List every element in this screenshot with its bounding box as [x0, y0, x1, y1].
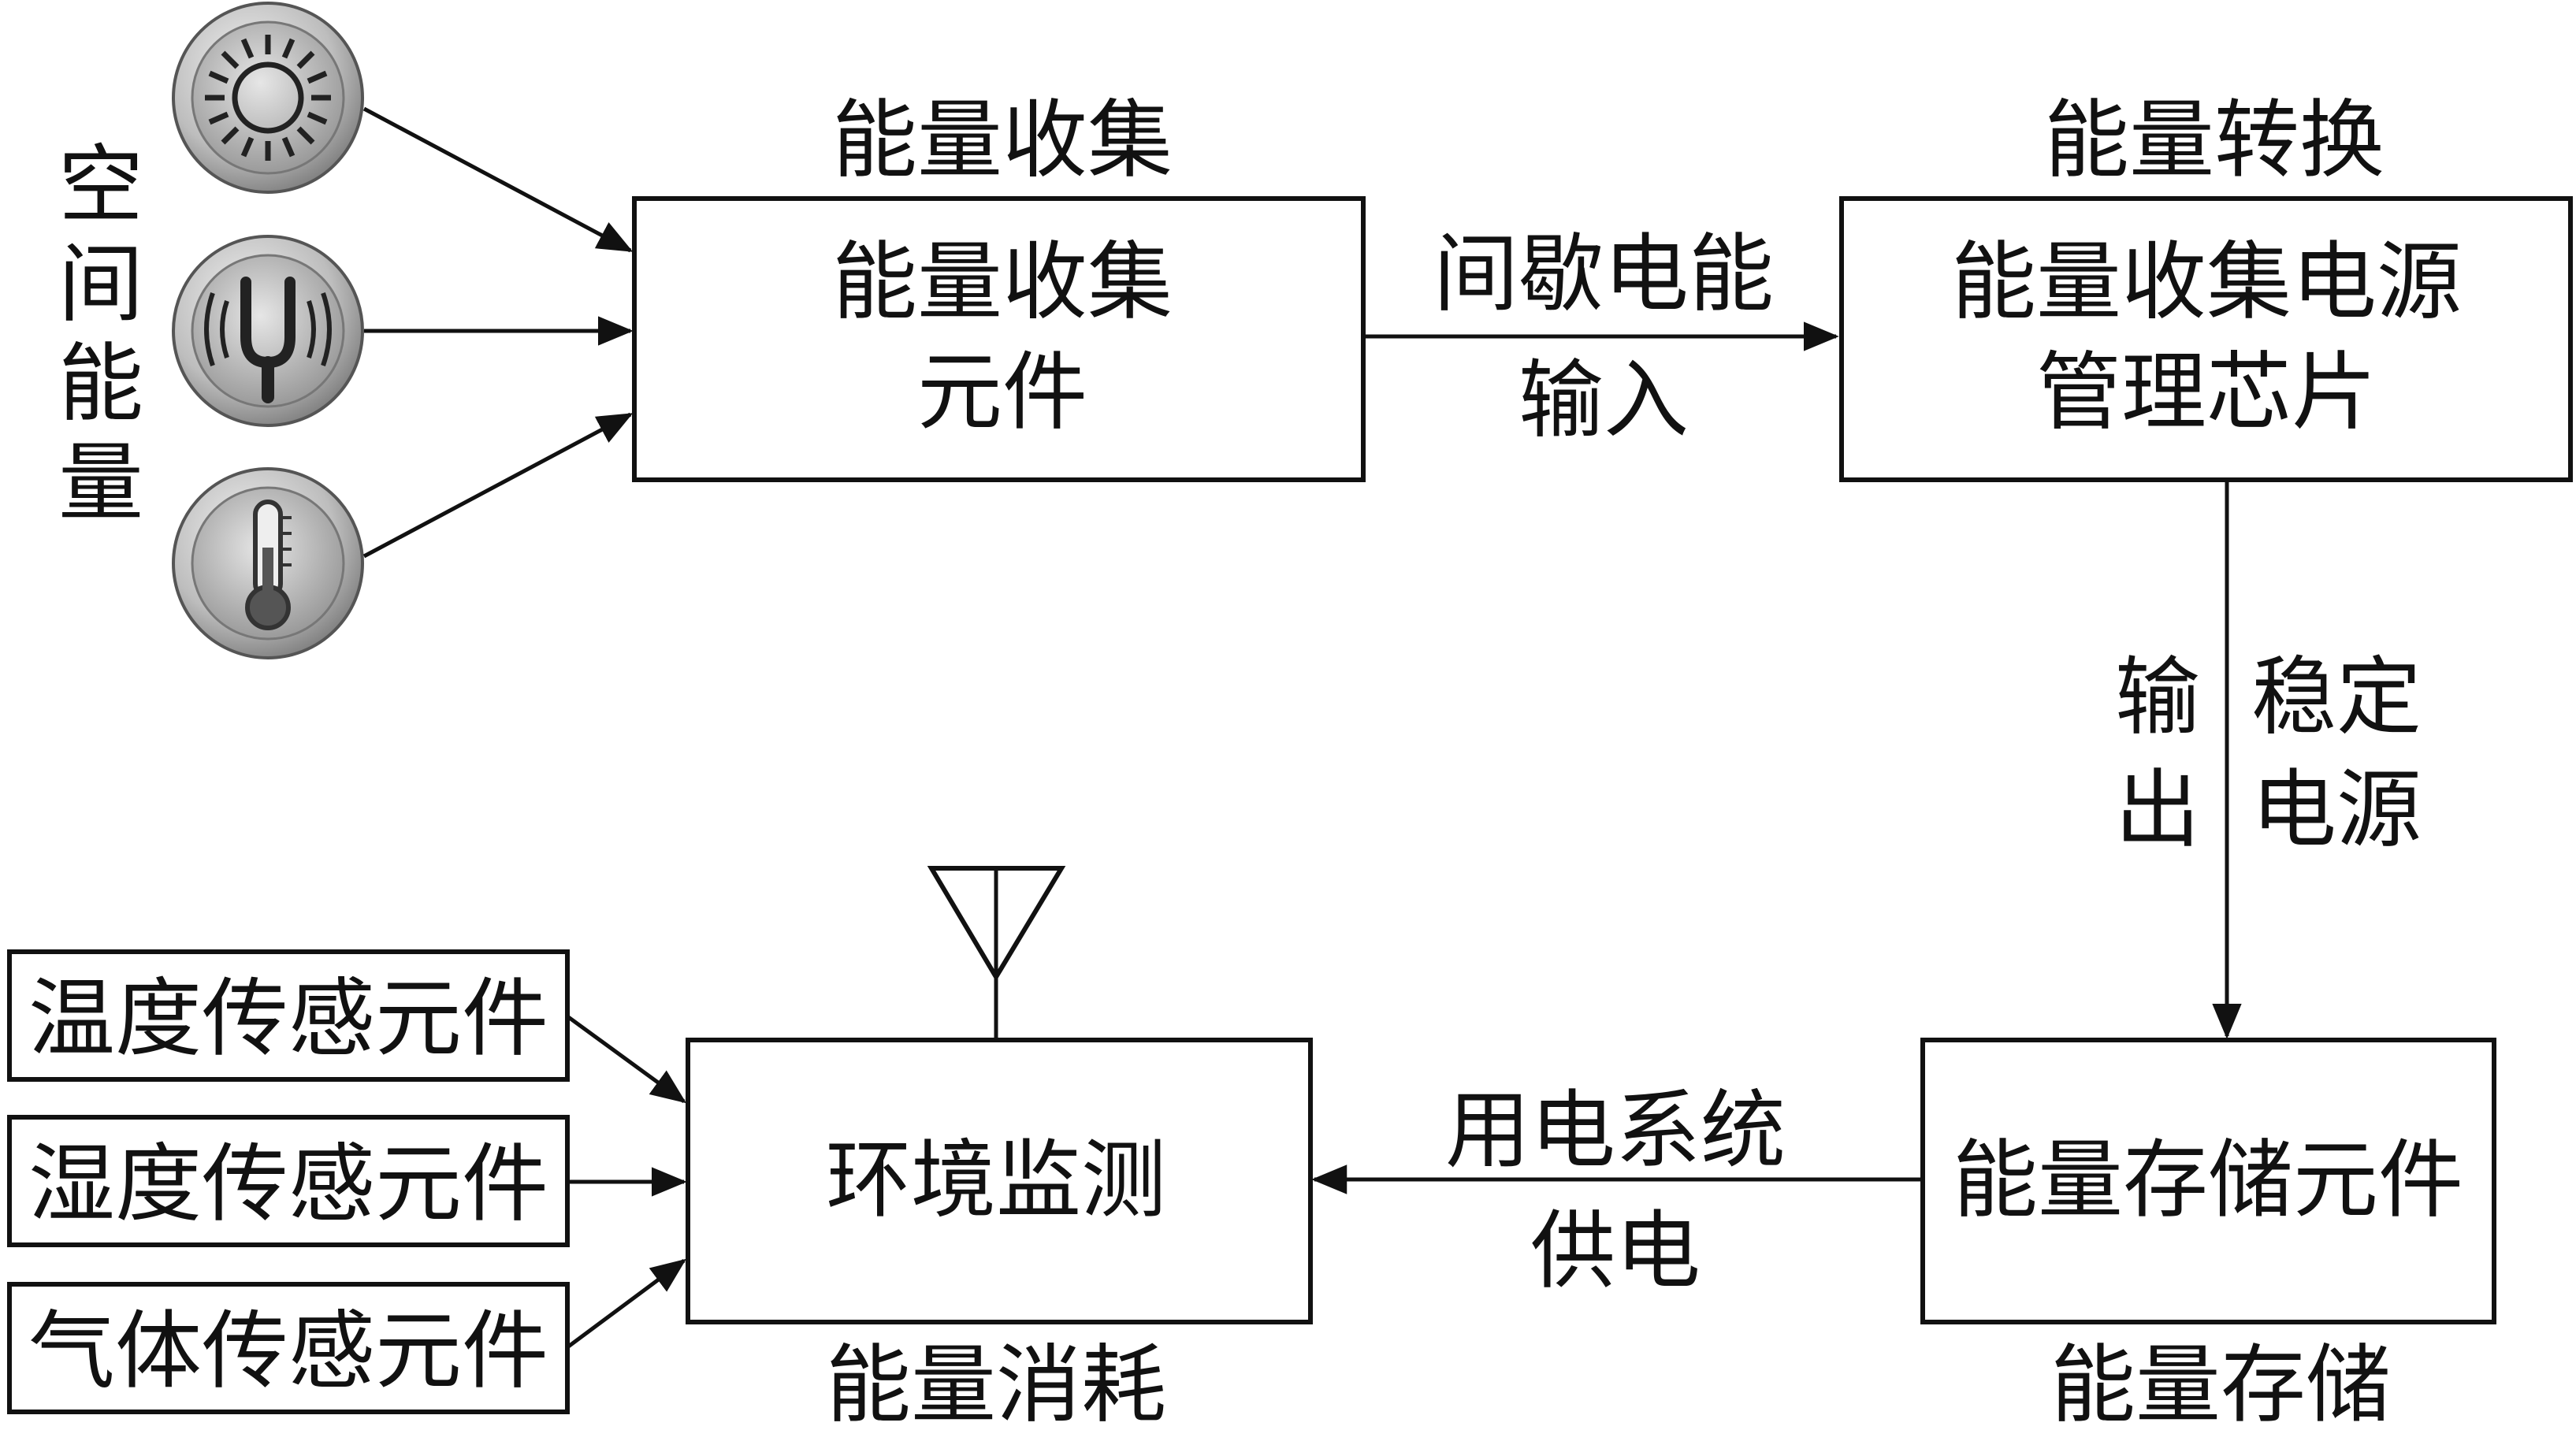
sun-icon: [172, 2, 364, 194]
temperature-sensor-text: 温度传感元件: [28, 970, 548, 1068]
output-label: 输: [2115, 648, 2200, 747]
space-energy-char: 空: [58, 136, 143, 235]
thermometer-icon: [172, 467, 364, 659]
humidity-sensor-box: [7, 1115, 570, 1247]
space-energy-label: 空 间 能 量: [58, 136, 143, 533]
intermittent-power-label: 输入: [1518, 351, 1689, 450]
consume-stage-label: 能量消耗: [826, 1336, 1166, 1430]
gas-sensor-text: 气体传感元件: [28, 1302, 548, 1401]
environment-monitoring-text: 环境监测: [826, 1131, 1166, 1230]
space-energy-char: 间: [58, 236, 143, 334]
antenna-icon: [927, 866, 1066, 1040]
energy-storage-box: [1920, 1038, 2496, 1324]
power-management-chip-box: [1839, 196, 2573, 482]
system-power-label: 供电: [1530, 1202, 1701, 1301]
stable-power-label: 电源: [2251, 761, 2422, 860]
gas-to-monitor-arrow: [566, 1258, 687, 1350]
humidity-sensor-text: 湿度传感元件: [28, 1135, 548, 1234]
power-management-line: 能量收集电源: [1951, 233, 2462, 332]
output-label: 出: [2115, 761, 2200, 860]
temperature-to-monitor-arrow: [566, 1014, 687, 1104]
system-power-label: 用电系统: [1445, 1082, 1786, 1180]
gas-sensor-box: [7, 1282, 570, 1414]
temperature-sensor-box: [7, 949, 570, 1082]
sun-to-harvest-arrow: [362, 106, 634, 253]
heat-to-harvest-arrow: [362, 412, 634, 559]
convert-stage-label: 能量转换: [2044, 91, 2385, 190]
harvest-element-box: [632, 196, 1366, 482]
harvest-stage-label: 能量收集: [832, 91, 1173, 190]
harvest-element-line: 能量收集: [832, 233, 1173, 332]
harvest-element-line: 元件: [917, 344, 1087, 442]
environment-monitoring-box: [686, 1038, 1313, 1324]
intermittent-power-label: 间歇电能: [1433, 225, 1774, 324]
space-energy-char: 能: [58, 335, 143, 433]
energy-storage-text: 能量存储元件: [1953, 1131, 2463, 1230]
space-energy-char: 量: [58, 434, 143, 533]
stable-power-label: 稳定: [2251, 648, 2422, 747]
store-stage-label: 能量存储: [2050, 1336, 2391, 1430]
tuning-fork-icon: [172, 235, 364, 427]
power-management-line: 管理芯片: [2036, 344, 2377, 442]
